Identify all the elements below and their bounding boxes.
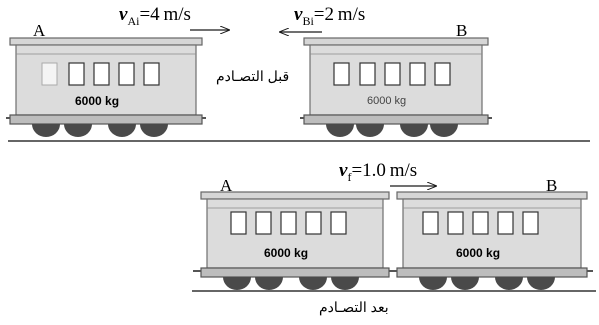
- car-a-before: [6, 37, 206, 137]
- before-collision-caption: قبل التصـادم: [216, 68, 290, 84]
- velocity-symbol-b: v: [294, 4, 303, 25]
- velocity-subscript-final: f: [347, 169, 352, 184]
- car-b-after: [391, 191, 593, 290]
- car-b-label-before: B: [456, 21, 468, 40]
- velocity-label-b: vBi=2 m/s: [294, 4, 365, 29]
- velocity-value-a: =4 m/s: [139, 4, 191, 25]
- velocity-subscript-b: Bi: [302, 13, 314, 28]
- car-b-mass-before: 6000 kg: [367, 95, 407, 107]
- velocity-value-b: =2 m/s: [313, 4, 366, 25]
- car-b-before: [300, 37, 492, 137]
- car-a-mass-before: 6000 kg: [75, 94, 120, 108]
- velocity-symbol-a: v: [119, 4, 128, 25]
- velocity-symbol-final: v: [339, 160, 348, 181]
- velocity-subscript-a: Ai: [127, 13, 140, 28]
- velocity-label-a: vAi=4 m/s: [119, 4, 191, 29]
- car-a-label-after: A: [220, 176, 233, 195]
- car-b-mass-after: 6000 kg: [456, 246, 501, 260]
- velocity-label-final: vf=1.0 m/s: [339, 160, 417, 185]
- car-a-mass-after: 6000 kg: [264, 246, 309, 260]
- car-b-label-after: B: [546, 176, 558, 195]
- velocity-value-final: =1.0 m/s: [351, 160, 418, 181]
- car-a-label-before: A: [33, 21, 46, 40]
- car-a-after: [193, 191, 395, 290]
- after-collision-caption: بعد التصـادم: [319, 299, 389, 315]
